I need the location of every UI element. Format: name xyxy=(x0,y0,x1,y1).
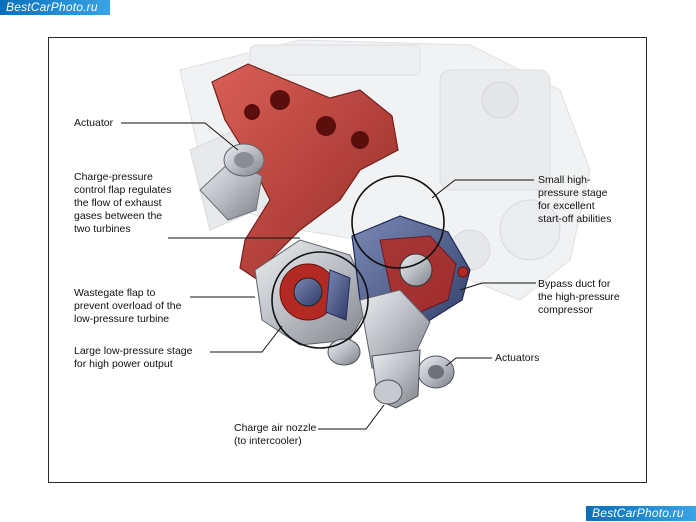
label-bypass-duct: Bypass duct for the high-pressure compre… xyxy=(538,278,620,316)
highlight-circle-high-pressure xyxy=(351,175,445,269)
label-wastegate-flap: Wastegate flap to prevent overload of th… xyxy=(74,287,182,325)
watermark-bottom: BestCarPhoto.ru xyxy=(586,506,696,521)
leader-high-stage xyxy=(431,179,534,199)
low-pressure-turbo xyxy=(254,239,373,346)
leader-nozzle xyxy=(318,404,385,430)
leader-actuators xyxy=(445,357,492,367)
leader-low-stage xyxy=(210,325,283,353)
label-charge-air-nozzle: Charge air nozzle (to intercooler) xyxy=(234,422,317,447)
label-actuators: Actuators xyxy=(495,352,540,364)
label-actuator: Actuator xyxy=(74,117,114,129)
leader-bypass xyxy=(459,282,536,291)
leader-lines xyxy=(121,122,536,430)
exhaust-manifold xyxy=(211,63,399,281)
leader-actuator xyxy=(121,122,239,151)
charge-air-nozzle xyxy=(371,349,421,409)
high-pressure-turbo xyxy=(351,215,471,371)
label-high-pressure-stage: Small high- pressure stage for excellent… xyxy=(538,174,612,225)
actuator-canister xyxy=(199,143,265,221)
diagram-frame xyxy=(48,37,647,483)
label-low-pressure-stage: Large low-pressure stage for high power … xyxy=(74,345,193,370)
watermark-top: BestCarPhoto.ru xyxy=(0,0,110,15)
highlight-circle-low-pressure xyxy=(271,251,369,349)
label-charge-pressure-flap: Charge-pressure control flap regulates t… xyxy=(74,171,172,235)
